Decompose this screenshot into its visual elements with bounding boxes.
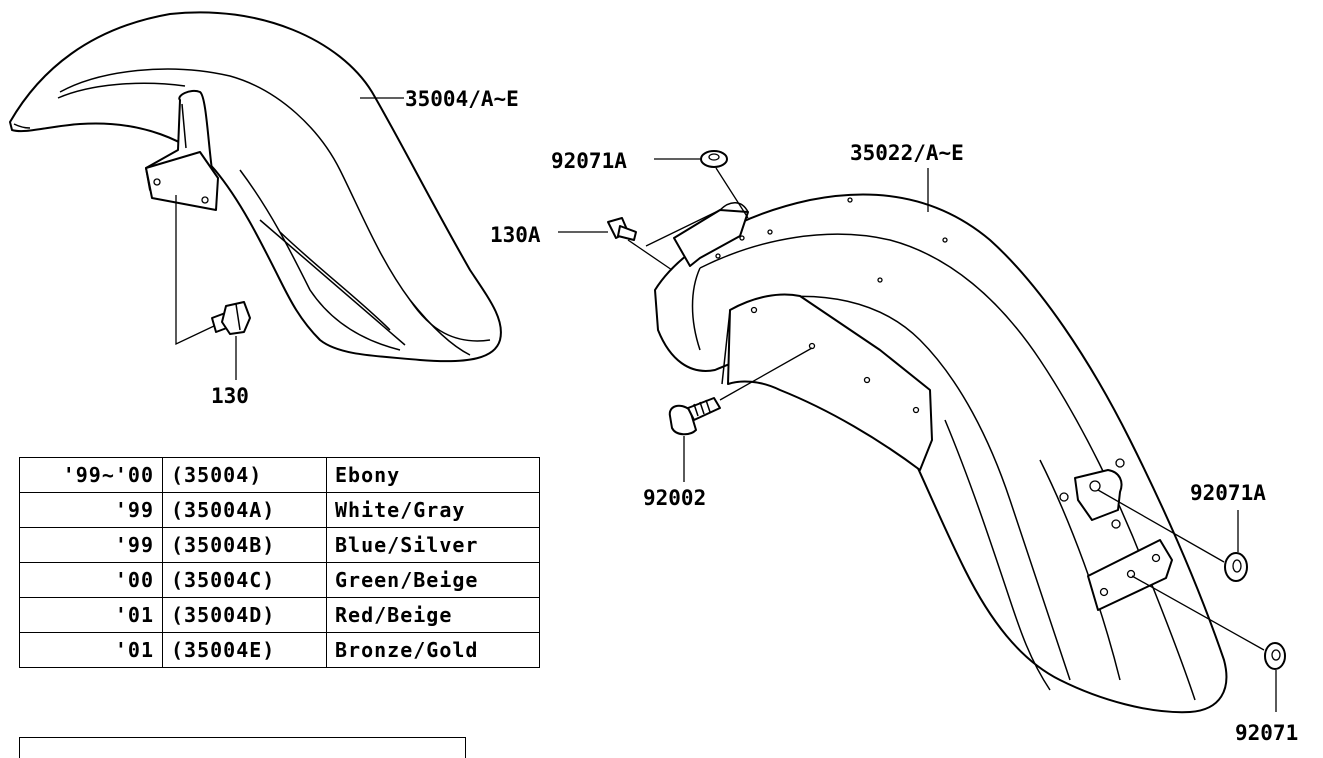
- rear-fender-side-bracket: [1059, 458, 1125, 529]
- leader-130: [175, 195, 215, 346]
- bolt-130-icon: [211, 301, 251, 335]
- table-row: '01 (35004E) Bronze/Gold: [19, 632, 540, 668]
- front-fender-bracket: [145, 90, 219, 211]
- part-code-cell: (35004E): [162, 632, 327, 668]
- leader-92071-bottom-to-plate: [1131, 575, 1265, 651]
- leader-92071A-top-to-fender: [715, 167, 749, 219]
- note-box: [19, 737, 466, 758]
- label-92071-bottom: 92071: [1235, 721, 1298, 745]
- label-35004: 35004/A~E: [405, 87, 519, 111]
- part-code-cell: (35004): [162, 457, 327, 493]
- color-name-cell: Green/Beige: [326, 562, 540, 598]
- label-92071A-top: 92071A: [551, 149, 627, 173]
- leader-130A-to-fender: [627, 209, 721, 271]
- part-code-cell: (35004A): [162, 492, 327, 528]
- table-row: '01 (35004D) Red/Beige: [19, 597, 540, 633]
- label-35022: 35022/A~E: [850, 141, 964, 165]
- year-cell: '01: [19, 597, 163, 633]
- washer-92071-bottom-icon: [1264, 642, 1286, 670]
- color-code-table: '99~'00 (35004) Ebony '99 (35004A) White…: [19, 457, 540, 668]
- year-cell: '01: [19, 632, 163, 668]
- part-code-cell: (35004B): [162, 527, 327, 563]
- year-cell: '00: [19, 562, 163, 598]
- table-row: '99 (35004B) Blue/Silver: [19, 527, 540, 563]
- washer-92071A-top-icon: [700, 150, 728, 168]
- label-130: 130: [211, 384, 249, 408]
- table-row: '99 (35004A) White/Gray: [19, 492, 540, 528]
- label-92071A-right: 92071A: [1190, 481, 1266, 505]
- color-name-cell: Bronze/Gold: [326, 632, 540, 668]
- leader-92002-to-fender: [719, 347, 813, 401]
- color-name-cell: White/Gray: [326, 492, 540, 528]
- label-92002: 92002: [643, 486, 706, 510]
- table-row: '00 (35004C) Green/Beige: [19, 562, 540, 598]
- front-fender: [9, 11, 502, 363]
- color-name-cell: Blue/Silver: [326, 527, 540, 563]
- bolt-130A-icon: [607, 217, 637, 241]
- rear-fender: [654, 193, 1228, 714]
- washer-92071A-right-icon: [1224, 552, 1248, 582]
- year-cell: '99: [19, 527, 163, 563]
- year-cell: '99: [19, 492, 163, 528]
- color-name-cell: Ebony: [326, 457, 540, 493]
- year-cell: '99~'00: [19, 457, 163, 493]
- table-row: '99~'00 (35004) Ebony: [19, 457, 540, 493]
- part-code-cell: (35004D): [162, 597, 327, 633]
- part-code-cell: (35004C): [162, 562, 327, 598]
- color-name-cell: Red/Beige: [326, 597, 540, 633]
- leader-92071A-right-to-bracket: [1097, 489, 1225, 563]
- bolt-92002-icon: [668, 397, 721, 436]
- label-130A: 130A: [490, 223, 541, 247]
